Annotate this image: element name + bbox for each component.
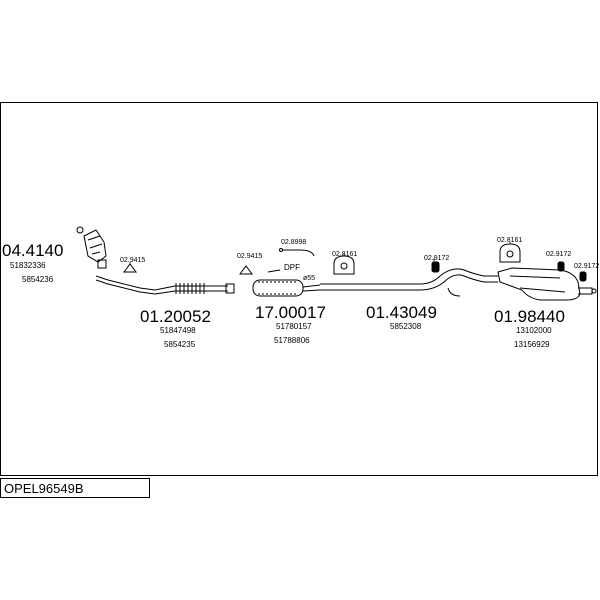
diagram-frame (0, 102, 598, 476)
ref-number: 5854236 (22, 275, 54, 284)
diameter-label: ø55 (303, 275, 315, 282)
middle-pipe-part[interactable] (320, 268, 498, 297)
gasket-icon[interactable] (239, 265, 253, 275)
fitting-code: 02.9415 (120, 257, 145, 264)
ref-number: 5852308 (390, 322, 422, 331)
fitting-code: 02.9172 (424, 255, 449, 262)
diagram-title: OPEL96549B (4, 481, 84, 496)
fitting-code: 02.9415 (237, 253, 262, 260)
ref-number: 51832336 (10, 261, 46, 270)
ref-number: 5854235 (164, 340, 196, 349)
front-pipe-part[interactable] (154, 283, 235, 295)
ref-number: 13102000 (516, 326, 552, 335)
fitting-code: 02.8161 (332, 251, 357, 258)
ref-number: 51788806 (274, 336, 310, 345)
part-code-01-20052: 01.20052 (140, 307, 211, 326)
part-code-04-4140: 04.4140 (2, 241, 63, 260)
hanger-icon[interactable] (499, 243, 521, 263)
dpf-label: DPF (284, 263, 300, 272)
gasket-icon[interactable] (123, 263, 137, 273)
hanger-icon[interactable] (333, 255, 355, 275)
title-box: OPEL96549B (0, 478, 150, 498)
clamp-fitting[interactable] (279, 248, 315, 257)
catalytic-converter-part[interactable] (76, 226, 156, 295)
rubber-mount-icon[interactable] (557, 261, 565, 272)
fitting-code: 02.8161 (497, 237, 522, 244)
part-code-01-43049: 01.43049 (366, 303, 437, 322)
fitting-code: 02.8998 (281, 239, 306, 246)
dpf-part[interactable] (252, 269, 321, 297)
leader-lines (129, 242, 511, 264)
rear-muffler-part[interactable] (497, 267, 597, 301)
ref-number: 51780157 (276, 322, 312, 331)
part-code-17-00017: 17.00017 (255, 303, 326, 322)
rubber-mount-icon[interactable] (579, 271, 587, 282)
fitting-code: 02.9172 (546, 251, 571, 258)
ref-number: 51847498 (160, 326, 196, 335)
rubber-mount-icon[interactable] (431, 261, 440, 273)
part-code-01-98440: 01.98440 (494, 307, 565, 326)
ref-number: 13156929 (514, 340, 550, 349)
fitting-code: 02.9172 (574, 263, 599, 270)
